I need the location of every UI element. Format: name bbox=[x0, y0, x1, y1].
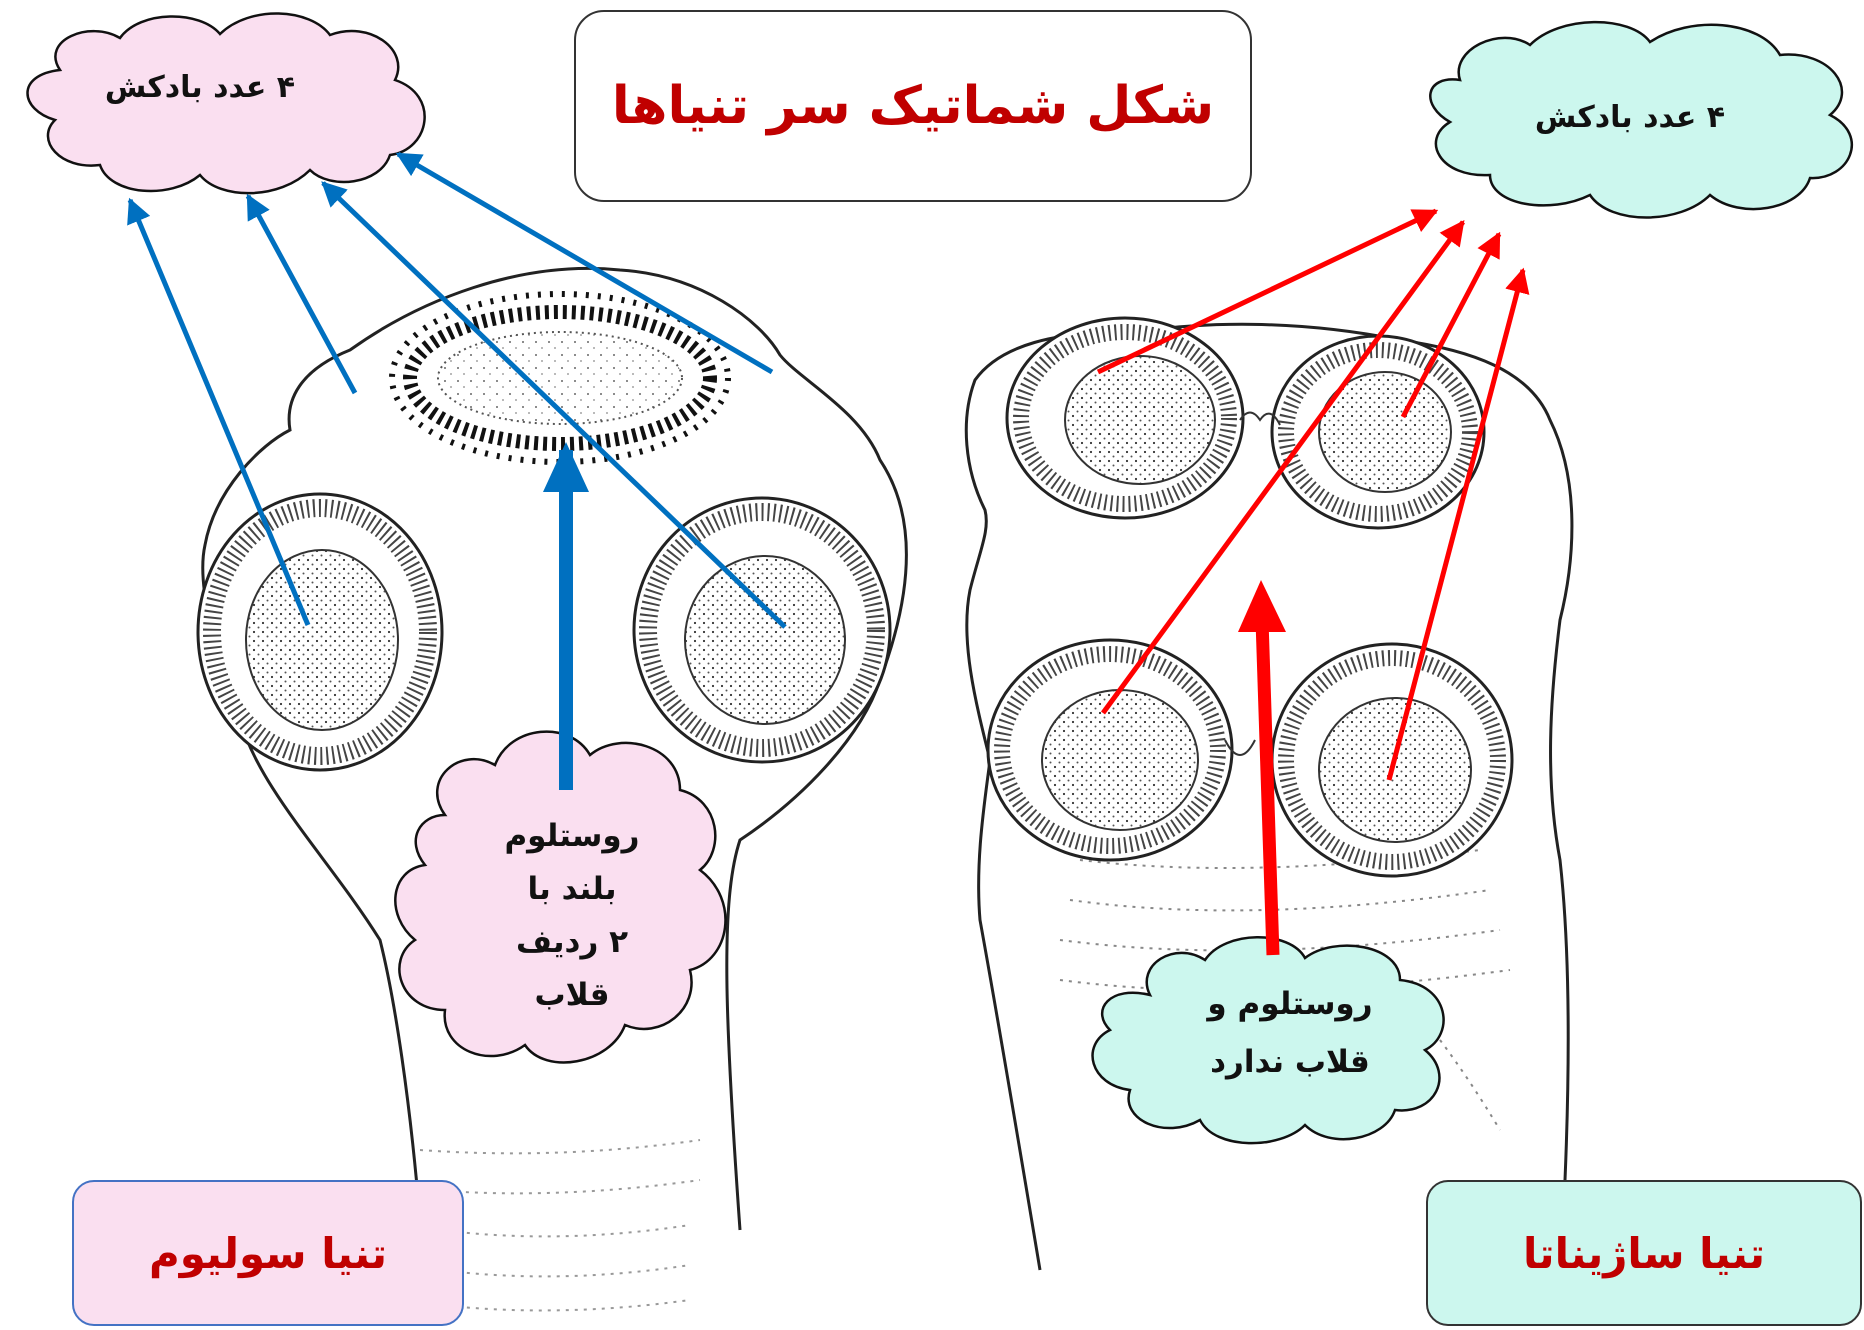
diagram-title-text: شکل شماتیک سر تنیاها bbox=[612, 76, 1214, 136]
solium-rostellum-line-4: قلاب bbox=[432, 969, 712, 1022]
saginata-label: تنیا ساژیناتا bbox=[1523, 1229, 1765, 1278]
solium-label-box: تنیا سولیوم bbox=[72, 1180, 464, 1326]
solium-sucker-left bbox=[198, 494, 442, 770]
saginata-rostellum-line-2: قلاب ندارد bbox=[1120, 1033, 1460, 1091]
saginata-sucker-top-left bbox=[1007, 318, 1243, 518]
solium-label: تنیا سولیوم bbox=[149, 1229, 387, 1278]
arrow-solium-sucker-2 bbox=[248, 196, 355, 393]
solium-rostellum-line-3: ۲ ردیف bbox=[432, 916, 712, 969]
solium-sucker-right bbox=[634, 498, 890, 762]
saginata-rostellum-label: روستلوم و قلاب ندارد bbox=[1120, 975, 1460, 1091]
diagram-title: شکل شماتیک سر تنیاها bbox=[574, 10, 1252, 202]
solium-rostellum-line-2: بلند با bbox=[432, 863, 712, 916]
arrow-saginata-rostellum-head bbox=[1238, 580, 1286, 632]
saginata-sucker-top-right bbox=[1272, 336, 1484, 528]
arrow-saginata-rostellum-shaft bbox=[1262, 620, 1273, 955]
saginata-sucker-bottom-left bbox=[988, 640, 1232, 860]
solium-suckers-label: ۴ عدد بادکش bbox=[40, 70, 360, 105]
solium-rostellum-label: روستلوم بلند با ۲ ردیف قلاب bbox=[432, 810, 712, 1022]
solium-rostellum-line-1: روستلوم bbox=[432, 810, 712, 863]
saginata-label-box: تنیا ساژیناتا bbox=[1426, 1180, 1862, 1326]
saginata-rostellum-line-1: روستلوم و bbox=[1120, 975, 1460, 1033]
saginata-suckers-label: ۴ عدد بادکش bbox=[1470, 100, 1790, 135]
